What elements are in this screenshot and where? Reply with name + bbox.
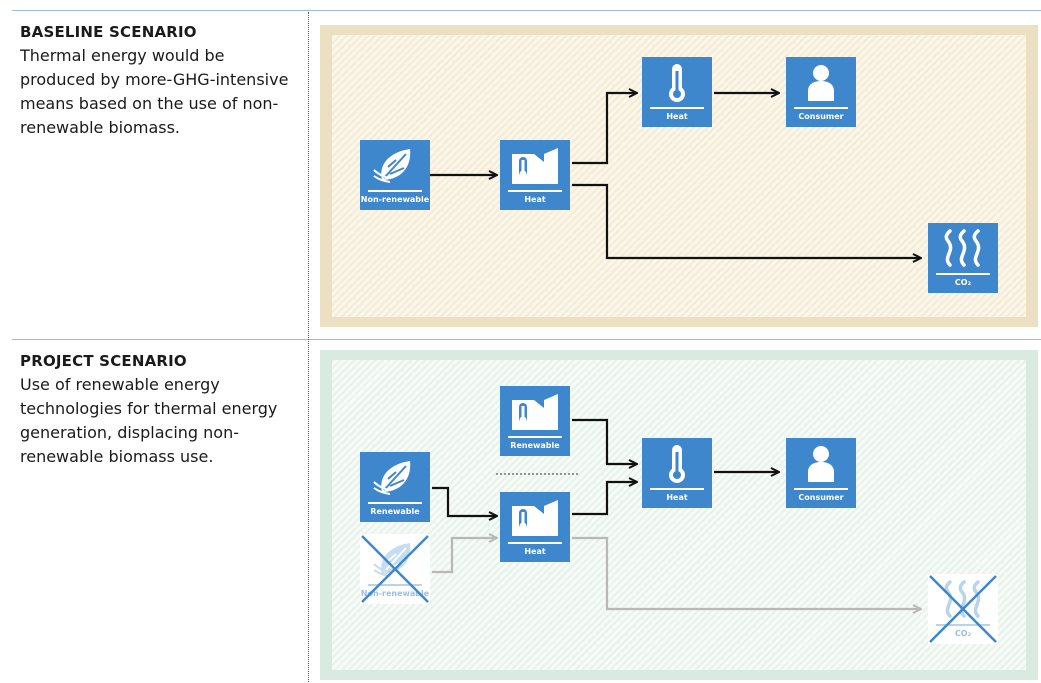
person-icon (808, 65, 834, 101)
project-heat-box: Heat (642, 438, 712, 508)
emission-waves-icon (944, 229, 981, 267)
box-divider (368, 584, 422, 586)
box-divider (508, 190, 562, 192)
middle-divider (12, 339, 1041, 340)
cross-out-icon (929, 575, 997, 643)
arrow-plant-to-heat (572, 93, 636, 165)
box-label: Heat (524, 195, 546, 204)
box-label: Heat (666, 112, 688, 121)
project-consumer-box: Consumer (786, 438, 856, 508)
baseline-description: Thermal energy would be produced by more… (20, 46, 289, 137)
thermometer-icon (669, 64, 685, 102)
arrow-plant-to-co2 (572, 183, 920, 258)
box-label: Heat (666, 493, 688, 502)
heat-plant-icon (512, 500, 558, 536)
box-label: Consumer (798, 493, 844, 502)
box-label: Renewable (370, 507, 420, 516)
box-label: Consumer (798, 112, 844, 121)
box-divider (794, 107, 848, 109)
box-label: CO₂ (954, 278, 972, 287)
arrow-renewable-plant-to-heat (572, 418, 636, 464)
project-connectors (432, 418, 1038, 680)
arrow-nonrenewable-to-plant-inactive (432, 538, 496, 574)
arrow-plant-to-co2-inactive (572, 536, 920, 609)
baseline-heat-plant-box: Heat (500, 140, 570, 210)
heat-plant-icon (512, 394, 558, 430)
box-label: CO₂ (954, 629, 972, 638)
box-label: Non-renewable (360, 195, 430, 204)
arrow-renewable-source-to-plant (432, 486, 496, 516)
biomass-leaf-icon (373, 543, 411, 577)
project-co2-crossed-box: CO₂ (928, 574, 998, 644)
cross-out-icon (361, 535, 429, 603)
box-divider (650, 107, 704, 109)
project-renewable-source-box: Renewable (360, 452, 430, 522)
box-label: Renewable (510, 441, 560, 450)
box-divider (508, 542, 562, 544)
baseline-nonrenewable-box: Non-renewable (360, 140, 430, 210)
box-divider (936, 273, 990, 275)
arrow-plant-to-heat (572, 482, 636, 516)
biomass-leaf-icon (373, 461, 411, 495)
baseline-connectors (430, 25, 1038, 327)
box-divider (368, 502, 422, 504)
project-heat-plant-box: Heat (500, 492, 570, 562)
baseline-co2-box: CO₂ (928, 223, 998, 293)
baseline-diagram-panel: Non-renewable Heat Heat Consumer (320, 25, 1038, 327)
box-divider (936, 624, 990, 626)
box-divider (368, 190, 422, 192)
box-divider (794, 488, 848, 490)
top-divider (12, 10, 1041, 11)
project-nonrenewable-crossed-box: Non-renewable (360, 534, 430, 604)
project-description: Use of renewable energy technologies for… (20, 375, 278, 466)
project-renewable-plant-box: Renewable (500, 386, 570, 456)
box-divider (650, 488, 704, 490)
project-diagram-panel: Renewable Renewable Heat Non- (320, 350, 1038, 680)
box-label: Heat (524, 547, 546, 556)
box-label: Non-renewable (360, 589, 430, 598)
box-divider (508, 436, 562, 438)
baseline-heat-box: Heat (642, 57, 712, 127)
column-divider (308, 12, 309, 682)
heat-plant-icon (512, 148, 558, 184)
baseline-title: BASELINE SCENARIO (20, 23, 197, 41)
biomass-leaf-icon (373, 149, 411, 183)
thermometer-icon (669, 445, 685, 483)
person-icon (808, 446, 834, 482)
project-title: PROJECT SCENARIO (20, 352, 187, 370)
baseline-consumer-box: Consumer (786, 57, 856, 127)
